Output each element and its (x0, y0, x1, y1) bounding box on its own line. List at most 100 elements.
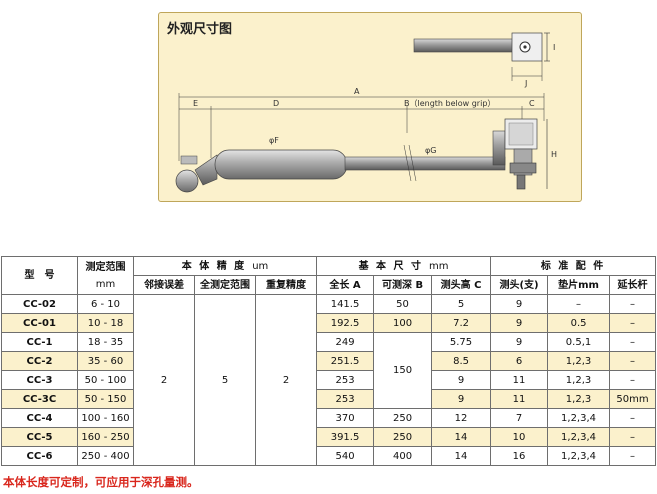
cell-model: CC-1 (1, 332, 78, 352)
table-row: CC-3 50 - 100 253 9 11 1,2,3 – (1, 370, 657, 390)
table-row: CC-01 10 - 18 192.5 100 7.2 9 0.5 – (1, 313, 657, 333)
cell-heads: 9 (490, 294, 549, 314)
cell-shim: – (547, 294, 611, 314)
header-extension: 延长杆 (609, 275, 657, 295)
cell-depth-b: 50 (373, 294, 433, 314)
label-i: I (553, 43, 555, 52)
table-row: CC-1 18 - 35 249 150 5.75 9 0.5,1 – (1, 332, 657, 409)
cell-range: 18 - 35 (77, 332, 134, 352)
header-full-range: 全测定范围 (194, 275, 256, 295)
label-e: E (193, 99, 198, 108)
custom-length-note: 本体长度可定制，可应用于深孔量测。 (3, 475, 199, 489)
cell-depth-b: 100 (373, 313, 433, 333)
header-heads: 测头(支) (490, 275, 549, 295)
cell-heads: 16 (490, 446, 549, 466)
cell-depth-b-merged: 150 (373, 332, 433, 409)
cell-range: 6 - 10 (77, 294, 134, 314)
table-row: CC-4 100 - 160 370 250 12 7 1,2,3,4 – (1, 408, 657, 428)
cell-model: CC-02 (1, 294, 78, 314)
cell-length-a: 192.5 (316, 313, 375, 333)
cell-head-c: 9 (431, 389, 492, 409)
cell-extension: – (609, 427, 657, 447)
table-header-row-2: 邻接误差 全测定范围 重复精度 全长 A 可测深 B 测头高 C 测头(支) 垫… (2, 275, 657, 295)
header-length-a: 全长 A (316, 275, 375, 295)
cell-heads: 6 (490, 351, 549, 371)
cell-model: CC-6 (1, 446, 78, 466)
cell-head-c: 12 (431, 408, 492, 428)
cell-range: 100 - 160 (77, 408, 134, 428)
cell-head-c: 9 (431, 370, 492, 390)
header-accessories-group: 标 准 配 件 (490, 256, 657, 276)
cell-extension: – (609, 408, 657, 428)
gauge-diagram: I J A E D B（length below grip） C (175, 32, 557, 193)
table-row: CC-02 6 - 10 2 5 2 141.5 50 5 9 – – (1, 294, 657, 466)
dimension-drawing: 外观尺寸图 I J (158, 12, 582, 202)
cell-shim: 1,2,3,4 (547, 408, 611, 428)
table-row: CC-3C 50 - 150 253 9 11 1,2,3 50mm (1, 389, 657, 409)
cell-extension: – (609, 351, 657, 371)
drawing-title: 外观尺寸图 (167, 22, 233, 37)
cell-depth-b: 400 (373, 446, 433, 466)
dimension-lines (178, 93, 545, 161)
header-range-label: 测定范围 (85, 261, 126, 273)
label-d: D (273, 99, 279, 108)
top-view: I J (413, 32, 555, 88)
cell-depth-b: 250 (373, 408, 433, 428)
cell-range: 50 - 100 (77, 370, 134, 390)
label-a: A (354, 87, 360, 96)
header-adjacent-error: 邻接误差 (133, 275, 195, 295)
table-row: CC-5 160 - 250 391.5 250 14 10 1,2,3,4 – (1, 427, 657, 447)
cell-heads: 11 (490, 389, 549, 409)
cell-heads: 9 (490, 313, 549, 333)
cell-length-a: 141.5 (316, 294, 375, 314)
header-model: 型 号 (1, 256, 78, 295)
cell-range: 50 - 150 (77, 389, 134, 409)
cell-extension: – (609, 446, 657, 466)
cell-heads: 7 (490, 408, 549, 428)
label-c: C (529, 99, 535, 108)
cell-model: CC-5 (1, 427, 78, 447)
cell-length-a: 253 (316, 389, 375, 409)
cell-range: 160 - 250 (77, 427, 134, 447)
label-b: B（length below grip） (404, 99, 495, 108)
label-f: φF (269, 136, 279, 145)
cell-model: CC-01 (1, 313, 78, 333)
side-view: H (175, 118, 557, 193)
cell-extension: – (609, 370, 657, 390)
cell-shim: 1,2,3,4 (547, 446, 611, 466)
cell-shim: 1,2,3 (547, 351, 611, 371)
cell-head-c: 5 (431, 294, 492, 314)
cell-model: CC-4 (1, 408, 78, 428)
label-j: J (524, 79, 527, 88)
cell-heads: 11 (490, 370, 549, 390)
cell-adjacent-error: 2 (133, 294, 195, 466)
cell-range: 10 - 18 (77, 313, 134, 333)
header-depth-b: 可测深 B (373, 275, 433, 295)
cell-head-c: 8.5 (431, 351, 492, 371)
cell-extension: 50mm (609, 389, 657, 409)
cell-shim: 1,2,3 (547, 370, 611, 390)
header-range: 测定范围 mm (77, 256, 134, 295)
table-row: CC-2 35 - 60 251.5 8.5 6 1,2,3 – (1, 351, 657, 371)
cell-head-c: 14 (431, 427, 492, 447)
cell-head-c: 5.75 (431, 332, 492, 352)
cell-length-a: 249 (316, 332, 375, 352)
cell-model: CC-3 (1, 370, 78, 390)
cell-head-c: 7.2 (431, 313, 492, 333)
cell-length-a: 253 (316, 370, 375, 390)
cell-depth-b: 250 (373, 427, 433, 447)
cell-heads: 9 (490, 332, 549, 352)
cell-repeatability: 2 (254, 294, 318, 466)
header-repeatability: 重复精度 (254, 275, 318, 295)
header-shim: 垫片mm (547, 275, 611, 295)
header-range-unit: mm (95, 278, 116, 290)
cell-shim: 0.5,1 (547, 332, 611, 352)
cell-heads: 10 (490, 427, 549, 447)
cell-length-a: 251.5 (316, 351, 375, 371)
cell-length-a: 370 (316, 408, 375, 428)
cell-length-a: 391.5 (316, 427, 375, 447)
